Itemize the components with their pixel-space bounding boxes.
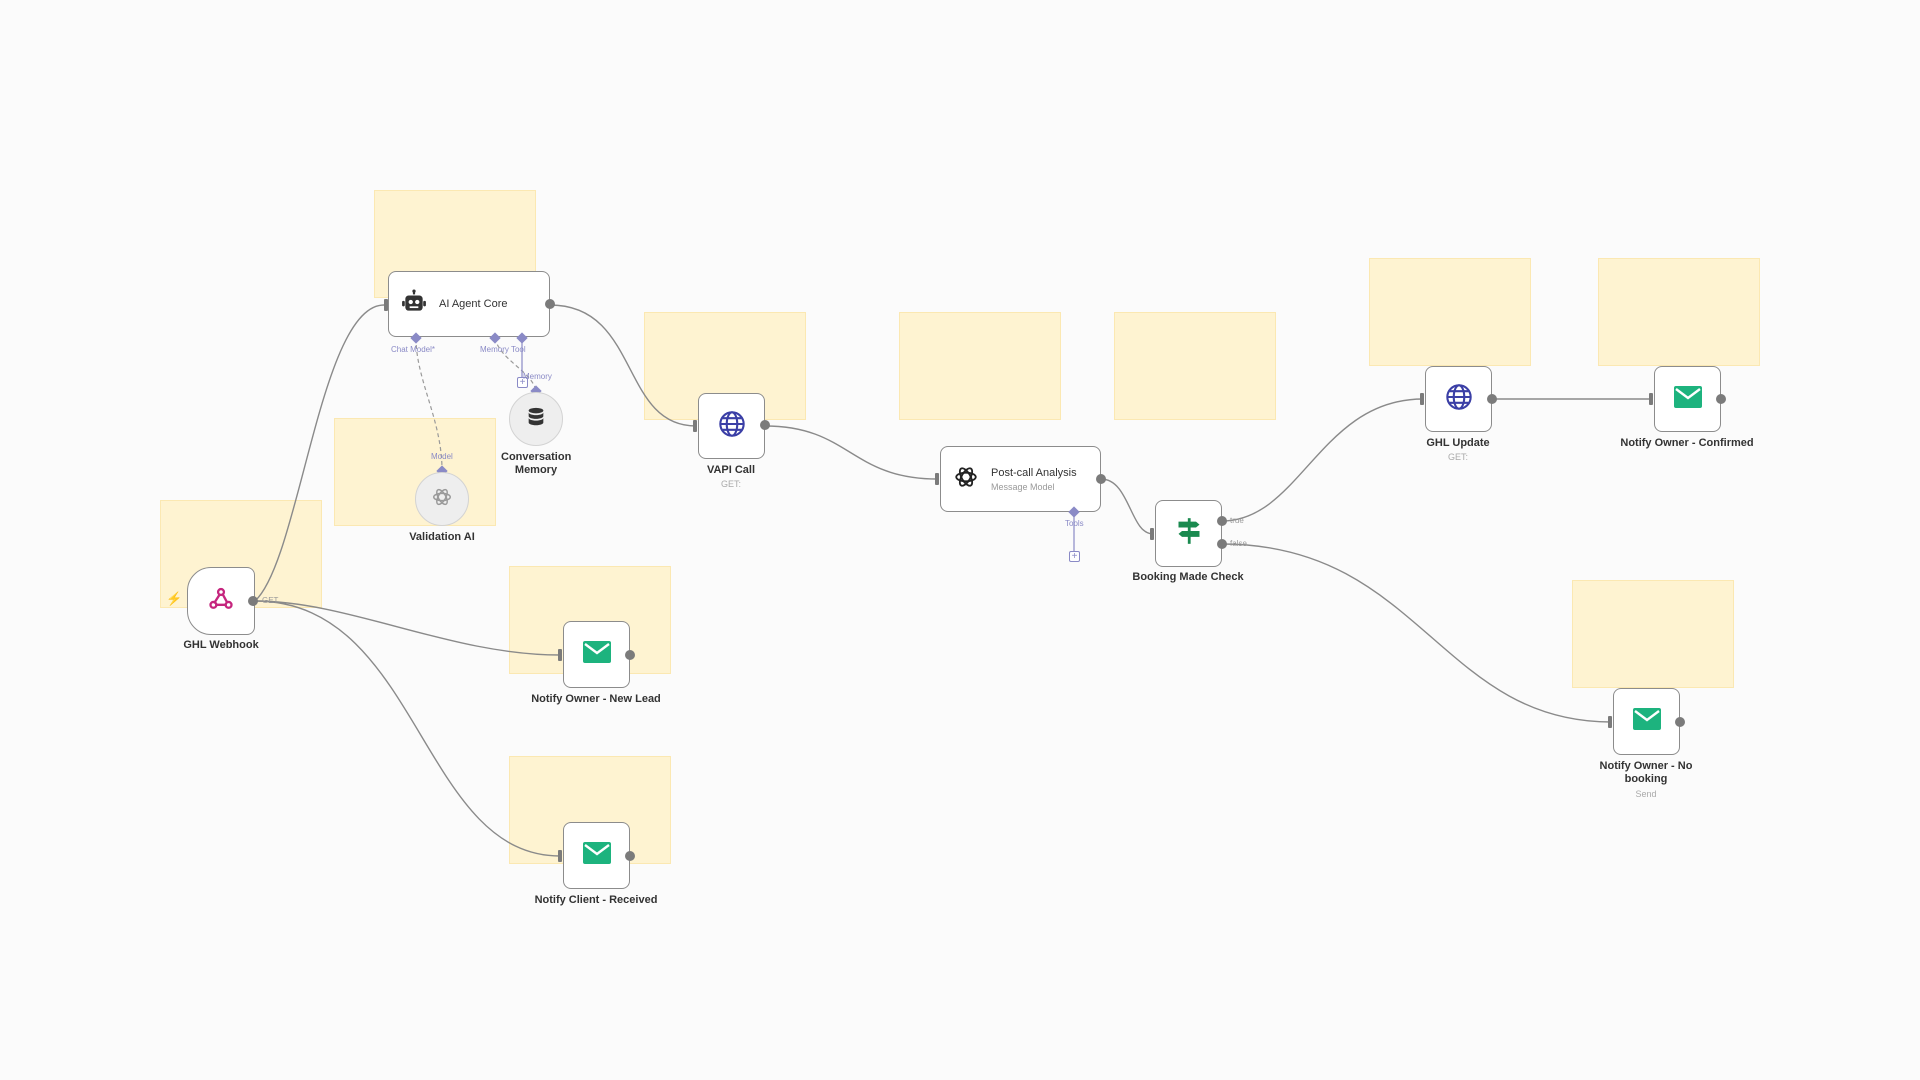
output-port[interactable]	[1487, 394, 1497, 404]
output-port[interactable]	[625, 650, 635, 660]
sticky-note[interactable]	[1114, 312, 1276, 420]
connection-agent-to-vapi	[549, 304, 697, 427]
node-subtitle: Message Model	[991, 481, 1055, 492]
node-label: Notify Client - Received	[534, 894, 658, 906]
node-subtitle: Send	[1635, 789, 1657, 799]
input-port[interactable]	[558, 850, 562, 862]
input-port[interactable]	[935, 473, 939, 485]
node-vapi-call[interactable]	[698, 393, 765, 459]
node-ghl-webhook[interactable]	[187, 567, 255, 635]
node-label: Notify Owner - No booking	[1599, 760, 1693, 785]
input-port[interactable]	[1608, 716, 1612, 728]
openai-icon	[953, 464, 979, 495]
mail-icon	[1673, 385, 1702, 413]
node-booking-made-check[interactable]	[1155, 500, 1222, 567]
input-port[interactable]	[384, 299, 388, 311]
database-icon	[525, 406, 547, 433]
false-output-label: false	[1230, 539, 1247, 548]
node-validation-ai[interactable]	[415, 472, 469, 526]
node-title: AI Agent Core	[439, 298, 508, 310]
connection-agent-model-to-validation-ai	[415, 337, 443, 471]
output-port[interactable]	[545, 299, 555, 309]
output-port[interactable]	[1675, 717, 1685, 727]
sticky-note[interactable]	[1369, 258, 1531, 366]
node-subtitle: GET:	[1447, 452, 1468, 462]
sticky-note[interactable]	[334, 418, 496, 526]
output-port[interactable]	[248, 596, 258, 606]
connection-booking-false-to-no-booking	[1221, 543, 1612, 723]
mail-icon	[582, 641, 611, 668]
input-port[interactable]	[1150, 528, 1154, 540]
input-port[interactable]	[558, 649, 562, 661]
sticky-note[interactable]	[899, 312, 1061, 420]
output-port[interactable]	[760, 420, 770, 430]
connection-webhook-to-new-lead	[254, 600, 561, 656]
input-port[interactable]	[1649, 393, 1653, 405]
robot-icon	[401, 289, 427, 320]
node-label: Conversation Memory	[501, 451, 572, 476]
chat-model-label: Chat Model*	[391, 345, 436, 354]
node-notify-owner-new-lead[interactable]	[563, 621, 630, 688]
openai-icon	[431, 486, 453, 513]
model-port-label: Model	[431, 452, 453, 461]
false-output-port[interactable]	[1217, 539, 1227, 549]
node-label: Booking Made Check	[1132, 571, 1244, 583]
node-label: GHL Webhook	[183, 639, 259, 651]
input-port[interactable]	[1420, 393, 1424, 405]
connection-webhook-to-client-received	[254, 600, 561, 857]
true-output-port[interactable]	[1217, 516, 1227, 526]
sticky-note[interactable]	[1598, 258, 1760, 366]
node-subtitle: GET:	[720, 479, 741, 489]
webhook-icon	[207, 585, 235, 618]
signpost-icon	[1175, 517, 1203, 550]
globe-icon	[1445, 383, 1473, 416]
node-title: Post-call Analysis	[991, 466, 1077, 479]
add-tool-button[interactable]: +	[517, 377, 528, 388]
node-label: Notify Owner - New Lead	[531, 693, 661, 705]
node-notify-client-received[interactable]	[563, 822, 630, 889]
node-notify-owner-no-booking[interactable]	[1613, 688, 1680, 755]
connection-webhook-to-agent	[254, 304, 385, 602]
node-post-call-analysis[interactable]: Post-call Analysis Message Model	[940, 446, 1101, 512]
connection-booking-true-to-ghl-update	[1221, 398, 1424, 522]
mail-icon	[582, 842, 611, 869]
output-port[interactable]	[625, 851, 635, 861]
output-label: GET	[262, 596, 279, 605]
node-label: Notify Owner - Confirmed	[1620, 437, 1754, 449]
output-port[interactable]	[1716, 394, 1726, 404]
node-label: Validation AI	[409, 531, 475, 543]
connection-post-call-to-booking-check	[1100, 478, 1154, 535]
memory-tool-label: Memory Tool	[480, 345, 526, 354]
node-ai-agent-core[interactable]: AI Agent Core	[388, 271, 550, 337]
node-notify-owner-confirmed[interactable]	[1654, 366, 1721, 432]
memory-port-label: Memory	[523, 372, 552, 381]
node-label: VAPI Call	[706, 464, 756, 476]
input-port[interactable]	[693, 420, 697, 432]
mail-icon	[1632, 708, 1661, 735]
node-label: GHL Update	[1426, 437, 1490, 449]
add-tool-button[interactable]: +	[1069, 551, 1080, 562]
true-output-label: true	[1230, 516, 1244, 525]
node-ghl-update[interactable]	[1425, 366, 1492, 432]
trigger-bolt-icon: ⚡	[166, 591, 183, 606]
sticky-note[interactable]	[1572, 580, 1734, 688]
connection-vapi-to-post-call	[764, 425, 939, 480]
node-conversation-memory[interactable]	[509, 392, 563, 446]
tools-port-label: Tools	[1065, 519, 1084, 528]
globe-icon	[718, 410, 746, 443]
output-port[interactable]	[1096, 474, 1106, 484]
